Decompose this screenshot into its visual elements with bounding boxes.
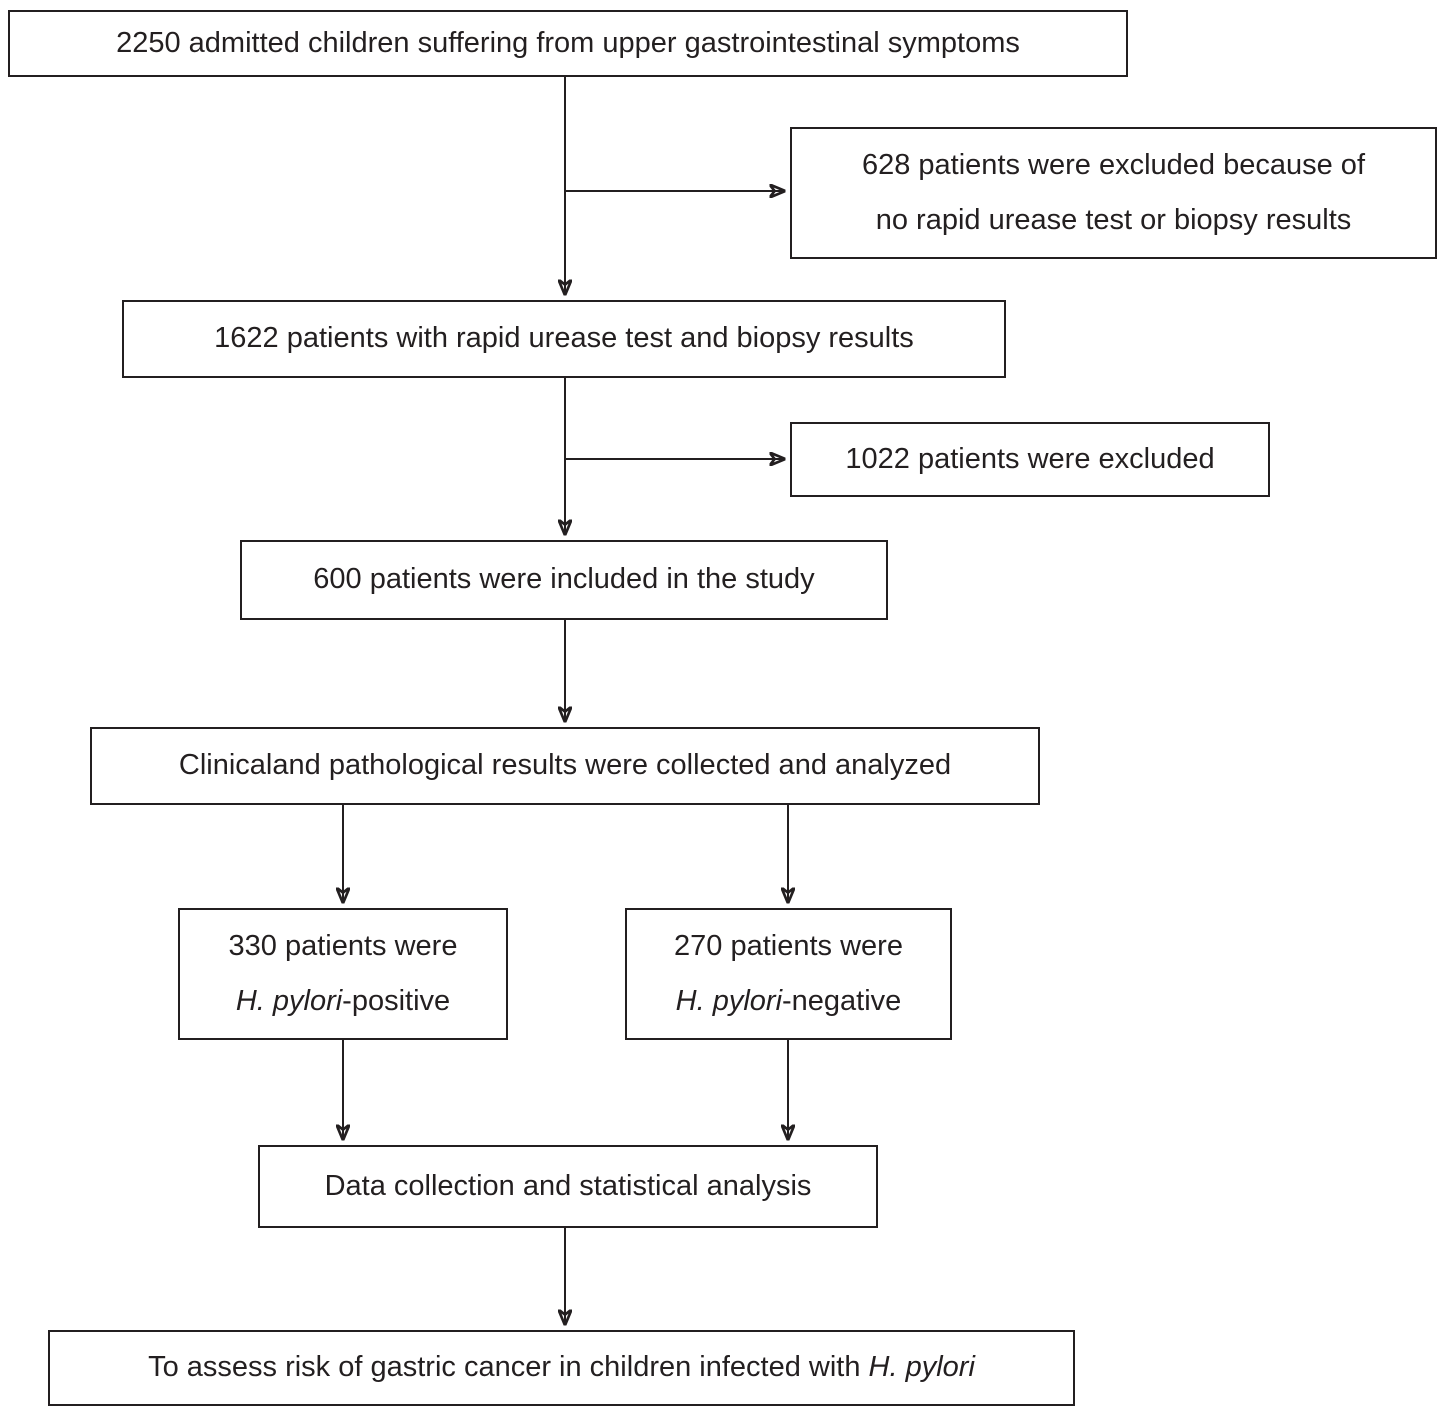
node-included-600: 600 patients were included in the study	[240, 540, 888, 620]
hpylori-negative-suffix: -negative	[782, 985, 902, 1017]
node-hpylori-negative-line2: H. pylori-negative	[676, 974, 902, 1029]
node-included-600-label: 600 patients were included in the study	[313, 563, 815, 596]
node-hpylori-positive-line1: 330 patients were	[228, 929, 458, 962]
node-hpylori-positive-line2: H. pylori-positive	[236, 974, 450, 1029]
node-study-goal-label: To assess risk of gastric cancer in chil…	[148, 1340, 975, 1395]
study-goal-prefix: To assess risk of gastric cancer in chil…	[148, 1351, 869, 1384]
node-study-goal: To assess risk of gastric cancer in chil…	[48, 1330, 1075, 1406]
node-excluded-1022-label: 1022 patients were excluded	[845, 442, 1215, 475]
node-hpylori-positive: 330 patients were H. pylori-positive	[178, 908, 508, 1040]
hpylori-species-italic: H. pylori	[235, 985, 343, 1017]
node-hpylori-negative: 270 patients were H. pylori-negative	[625, 908, 952, 1040]
node-results-collected: Clinicaland pathological results were co…	[90, 727, 1040, 805]
node-with-results-label: 1622 patients with rapid urease test and…	[214, 322, 914, 355]
hpylori-species-italic: H. pylori	[675, 985, 783, 1017]
hpylori-positive-suffix: -positive	[342, 985, 451, 1017]
node-excluded-628-line1: 628 patients were excluded because of	[861, 148, 1365, 181]
node-admitted-children-label: 2250 admitted children suffering from up…	[116, 26, 1020, 59]
node-results-collected-label: Clinicaland pathological results were co…	[178, 749, 952, 782]
node-excluded-1022: 1022 patients were excluded	[790, 422, 1270, 497]
node-with-results: 1622 patients with rapid urease test and…	[122, 300, 1006, 378]
node-excluded-628: 628 patients were excluded because of no…	[790, 127, 1437, 259]
node-data-analysis: Data collection and statistical analysis	[258, 1145, 878, 1228]
node-data-analysis-label: Data collection and statistical analysis	[324, 1169, 812, 1202]
node-hpylori-negative-line1: 270 patients were	[674, 929, 903, 962]
node-excluded-628-line2: no rapid urease test or biopsy results	[875, 204, 1352, 236]
hpylori-species-italic: H. pylori	[868, 1351, 975, 1384]
node-admitted-children: 2250 admitted children suffering from up…	[8, 10, 1128, 77]
